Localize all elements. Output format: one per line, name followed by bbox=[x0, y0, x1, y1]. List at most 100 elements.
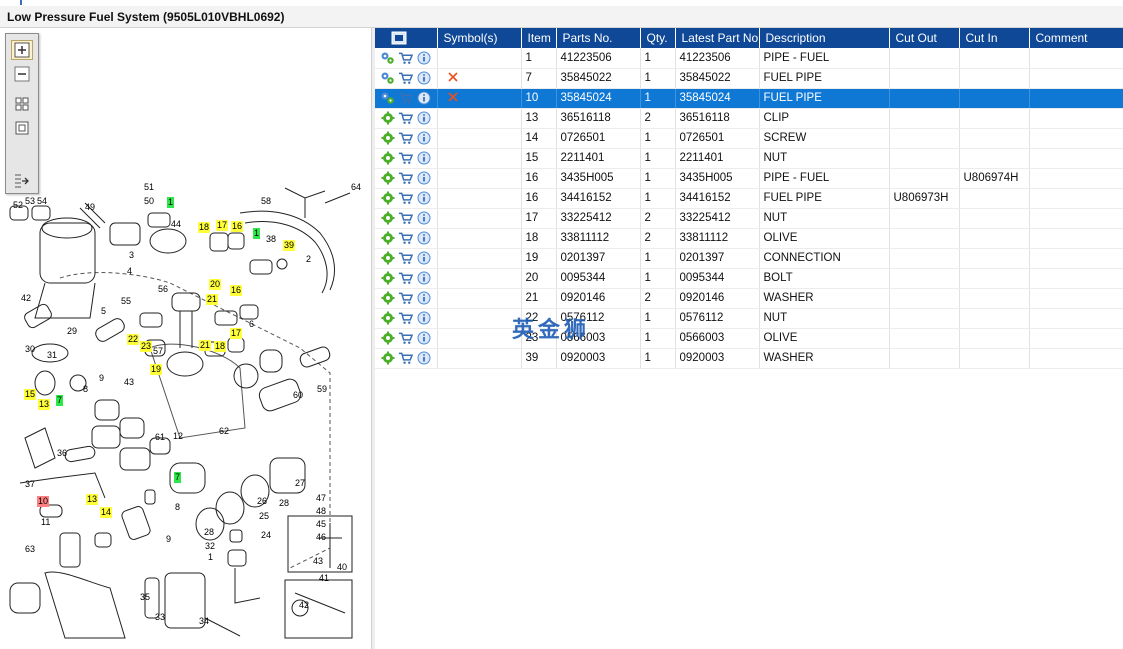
column-header-description[interactable]: Description bbox=[759, 28, 890, 48]
callout-58[interactable]: 58 bbox=[261, 196, 272, 206]
callout-23[interactable]: 23 bbox=[140, 341, 153, 352]
info-icon[interactable] bbox=[416, 291, 431, 305]
pane-splitter[interactable] bbox=[372, 28, 375, 649]
callout-7[interactable]: 7 bbox=[174, 472, 182, 483]
column-header-qty[interactable]: Qty. bbox=[640, 28, 676, 48]
column-header-latest-part-no[interactable]: Latest Part No. bbox=[675, 28, 760, 48]
gears-icon[interactable] bbox=[380, 51, 395, 65]
callout-31[interactable]: 31 bbox=[47, 350, 58, 360]
callout-50[interactable]: 50 bbox=[144, 196, 155, 206]
callout-13[interactable]: 13 bbox=[38, 399, 51, 410]
callout-35[interactable]: 35 bbox=[140, 592, 151, 602]
column-header-symbols[interactable]: Symbol(s) bbox=[437, 28, 522, 48]
callout-61[interactable]: 61 bbox=[155, 432, 166, 442]
callout-14[interactable]: 14 bbox=[100, 507, 113, 518]
info-icon[interactable] bbox=[416, 71, 431, 85]
callout-9[interactable]: 9 bbox=[99, 373, 105, 383]
callout-29[interactable]: 29 bbox=[67, 326, 78, 336]
callout-1[interactable]: 1 bbox=[253, 228, 261, 239]
callout-18[interactable]: 18 bbox=[214, 341, 227, 352]
callout-49[interactable]: 49 bbox=[85, 202, 96, 212]
callout-43[interactable]: 43 bbox=[124, 377, 135, 387]
callout-5[interactable]: 5 bbox=[101, 306, 107, 316]
callout-3[interactable]: 3 bbox=[129, 250, 135, 260]
gears-icon[interactable] bbox=[380, 71, 395, 85]
callout-30[interactable]: 30 bbox=[25, 344, 36, 354]
callout-37[interactable]: 37 bbox=[25, 479, 36, 489]
callout-2[interactable]: 2 bbox=[306, 254, 312, 264]
callout-1[interactable]: 1 bbox=[208, 552, 214, 562]
shopping-cart-icon[interactable] bbox=[398, 91, 413, 105]
callout-44[interactable]: 44 bbox=[171, 219, 182, 229]
callout-34[interactable]: 34 bbox=[199, 616, 210, 626]
shopping-cart-icon[interactable] bbox=[398, 171, 413, 185]
shopping-cart-icon[interactable] bbox=[398, 151, 413, 165]
export-button[interactable] bbox=[11, 170, 33, 190]
info-icon[interactable] bbox=[416, 211, 431, 225]
callout-45[interactable]: 45 bbox=[316, 519, 327, 529]
gear-icon[interactable] bbox=[380, 211, 395, 225]
callout-11[interactable]: 11 bbox=[41, 517, 51, 527]
info-icon[interactable] bbox=[416, 351, 431, 365]
callout-28[interactable]: 28 bbox=[279, 498, 290, 508]
callout-15[interactable]: 15 bbox=[24, 389, 37, 400]
info-icon[interactable] bbox=[416, 131, 431, 145]
fit-all-button[interactable] bbox=[11, 94, 33, 114]
callout-6[interactable]: 6 bbox=[249, 319, 255, 329]
callout-19[interactable]: 19 bbox=[150, 364, 163, 375]
callout-36[interactable]: 36 bbox=[57, 448, 68, 458]
callout-47[interactable]: 47 bbox=[316, 493, 327, 503]
callout-33[interactable]: 33 bbox=[155, 612, 166, 622]
select-all-column-header[interactable] bbox=[375, 28, 438, 48]
shopping-cart-icon[interactable] bbox=[398, 191, 413, 205]
callout-60[interactable]: 60 bbox=[293, 390, 304, 400]
callout-52[interactable]: 52 bbox=[13, 200, 24, 210]
shopping-cart-icon[interactable] bbox=[398, 331, 413, 345]
callout-17[interactable]: 17 bbox=[230, 328, 243, 339]
callout-55[interactable]: 55 bbox=[121, 296, 132, 306]
shopping-cart-icon[interactable] bbox=[398, 271, 413, 285]
callout-18[interactable]: 18 bbox=[198, 222, 211, 233]
callout-24[interactable]: 24 bbox=[261, 530, 272, 540]
info-icon[interactable] bbox=[416, 271, 431, 285]
callout-26[interactable]: 26 bbox=[257, 496, 268, 506]
callout-4[interactable]: 4 bbox=[127, 266, 133, 276]
shopping-cart-icon[interactable] bbox=[398, 351, 413, 365]
shopping-cart-icon[interactable] bbox=[398, 251, 413, 265]
callout-48[interactable]: 48 bbox=[316, 506, 327, 516]
callout-9[interactable]: 9 bbox=[166, 534, 172, 544]
callout-42[interactable]: 42 bbox=[299, 600, 310, 610]
gear-icon[interactable] bbox=[380, 111, 395, 125]
column-header-parts-no[interactable]: Parts No. bbox=[556, 28, 641, 48]
callout-62[interactable]: 62 bbox=[219, 426, 230, 436]
callout-42[interactable]: 42 bbox=[21, 293, 32, 303]
info-icon[interactable] bbox=[416, 231, 431, 245]
callout-32[interactable]: 32 bbox=[205, 541, 216, 551]
gear-icon[interactable] bbox=[380, 231, 395, 245]
callout-53[interactable]: 53 bbox=[25, 196, 36, 206]
shopping-cart-icon[interactable] bbox=[398, 111, 413, 125]
callout-64[interactable]: 64 bbox=[351, 182, 362, 192]
callout-16[interactable]: 16 bbox=[231, 221, 244, 232]
shopping-cart-icon[interactable] bbox=[398, 231, 413, 245]
callout-28[interactable]: 28 bbox=[204, 527, 215, 537]
callout-51[interactable]: 51 bbox=[144, 182, 155, 192]
column-header-item[interactable]: Item bbox=[521, 28, 557, 48]
callout-10[interactable]: 10 bbox=[37, 496, 50, 507]
gears-icon[interactable] bbox=[380, 91, 395, 105]
gear-icon[interactable] bbox=[380, 171, 395, 185]
callout-39[interactable]: 39 bbox=[283, 240, 296, 251]
gear-icon[interactable] bbox=[380, 311, 395, 325]
callout-41[interactable]: 41 bbox=[319, 573, 330, 583]
column-header-cut-in[interactable]: Cut In bbox=[959, 28, 1030, 48]
callout-56[interactable]: 56 bbox=[158, 284, 169, 294]
callout-21[interactable]: 21 bbox=[206, 294, 219, 305]
